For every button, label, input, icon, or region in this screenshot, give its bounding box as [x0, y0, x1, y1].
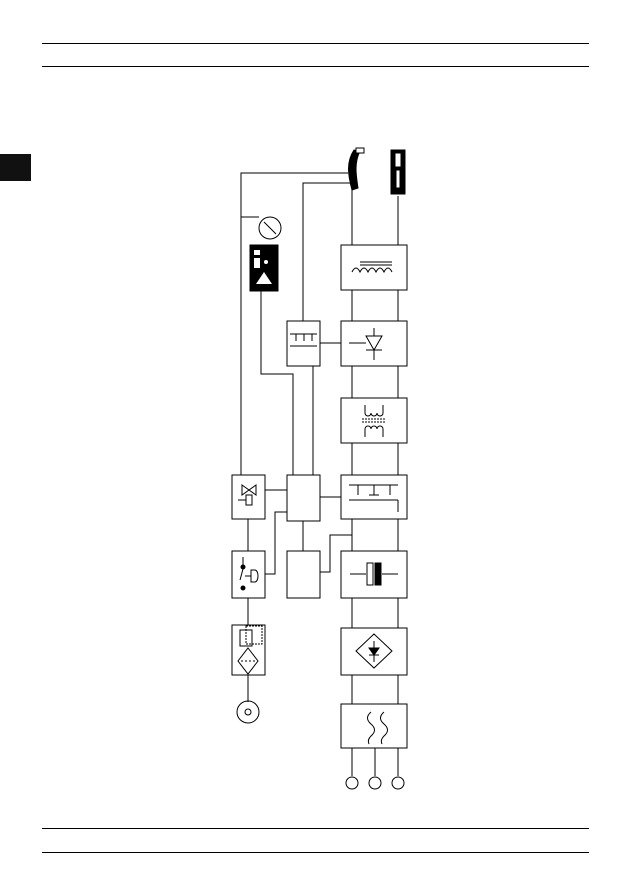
control-panel-icon: [250, 245, 278, 291]
power-wires: [352, 188, 398, 776]
plasma-torch-icon: [349, 148, 365, 190]
transformer-block: [341, 398, 407, 443]
panel-line: [261, 291, 293, 475]
control-board-block: [287, 475, 341, 521]
rfi-filter-block: [341, 704, 407, 748]
torch-trigger-line: [303, 183, 350, 321]
output-inductor-block: [341, 245, 407, 290]
output-rectifier-block: [341, 321, 407, 366]
aux-supply-block: [287, 521, 352, 598]
mains-terminals: [346, 777, 404, 789]
filter-regulator-block: [232, 625, 265, 675]
driver-board-block: [287, 321, 341, 366]
air-inlet-connector-icon: [237, 701, 259, 723]
pressure-gauge-icon: [241, 217, 281, 239]
rectifier-bridge-block: [341, 628, 407, 675]
pressure-switch-block: [232, 512, 287, 598]
work-clamp-icon: [391, 150, 405, 194]
igbt-switch-block: [341, 475, 407, 519]
torch-gas-line: [241, 173, 348, 475]
capacitor-block: [341, 551, 407, 598]
